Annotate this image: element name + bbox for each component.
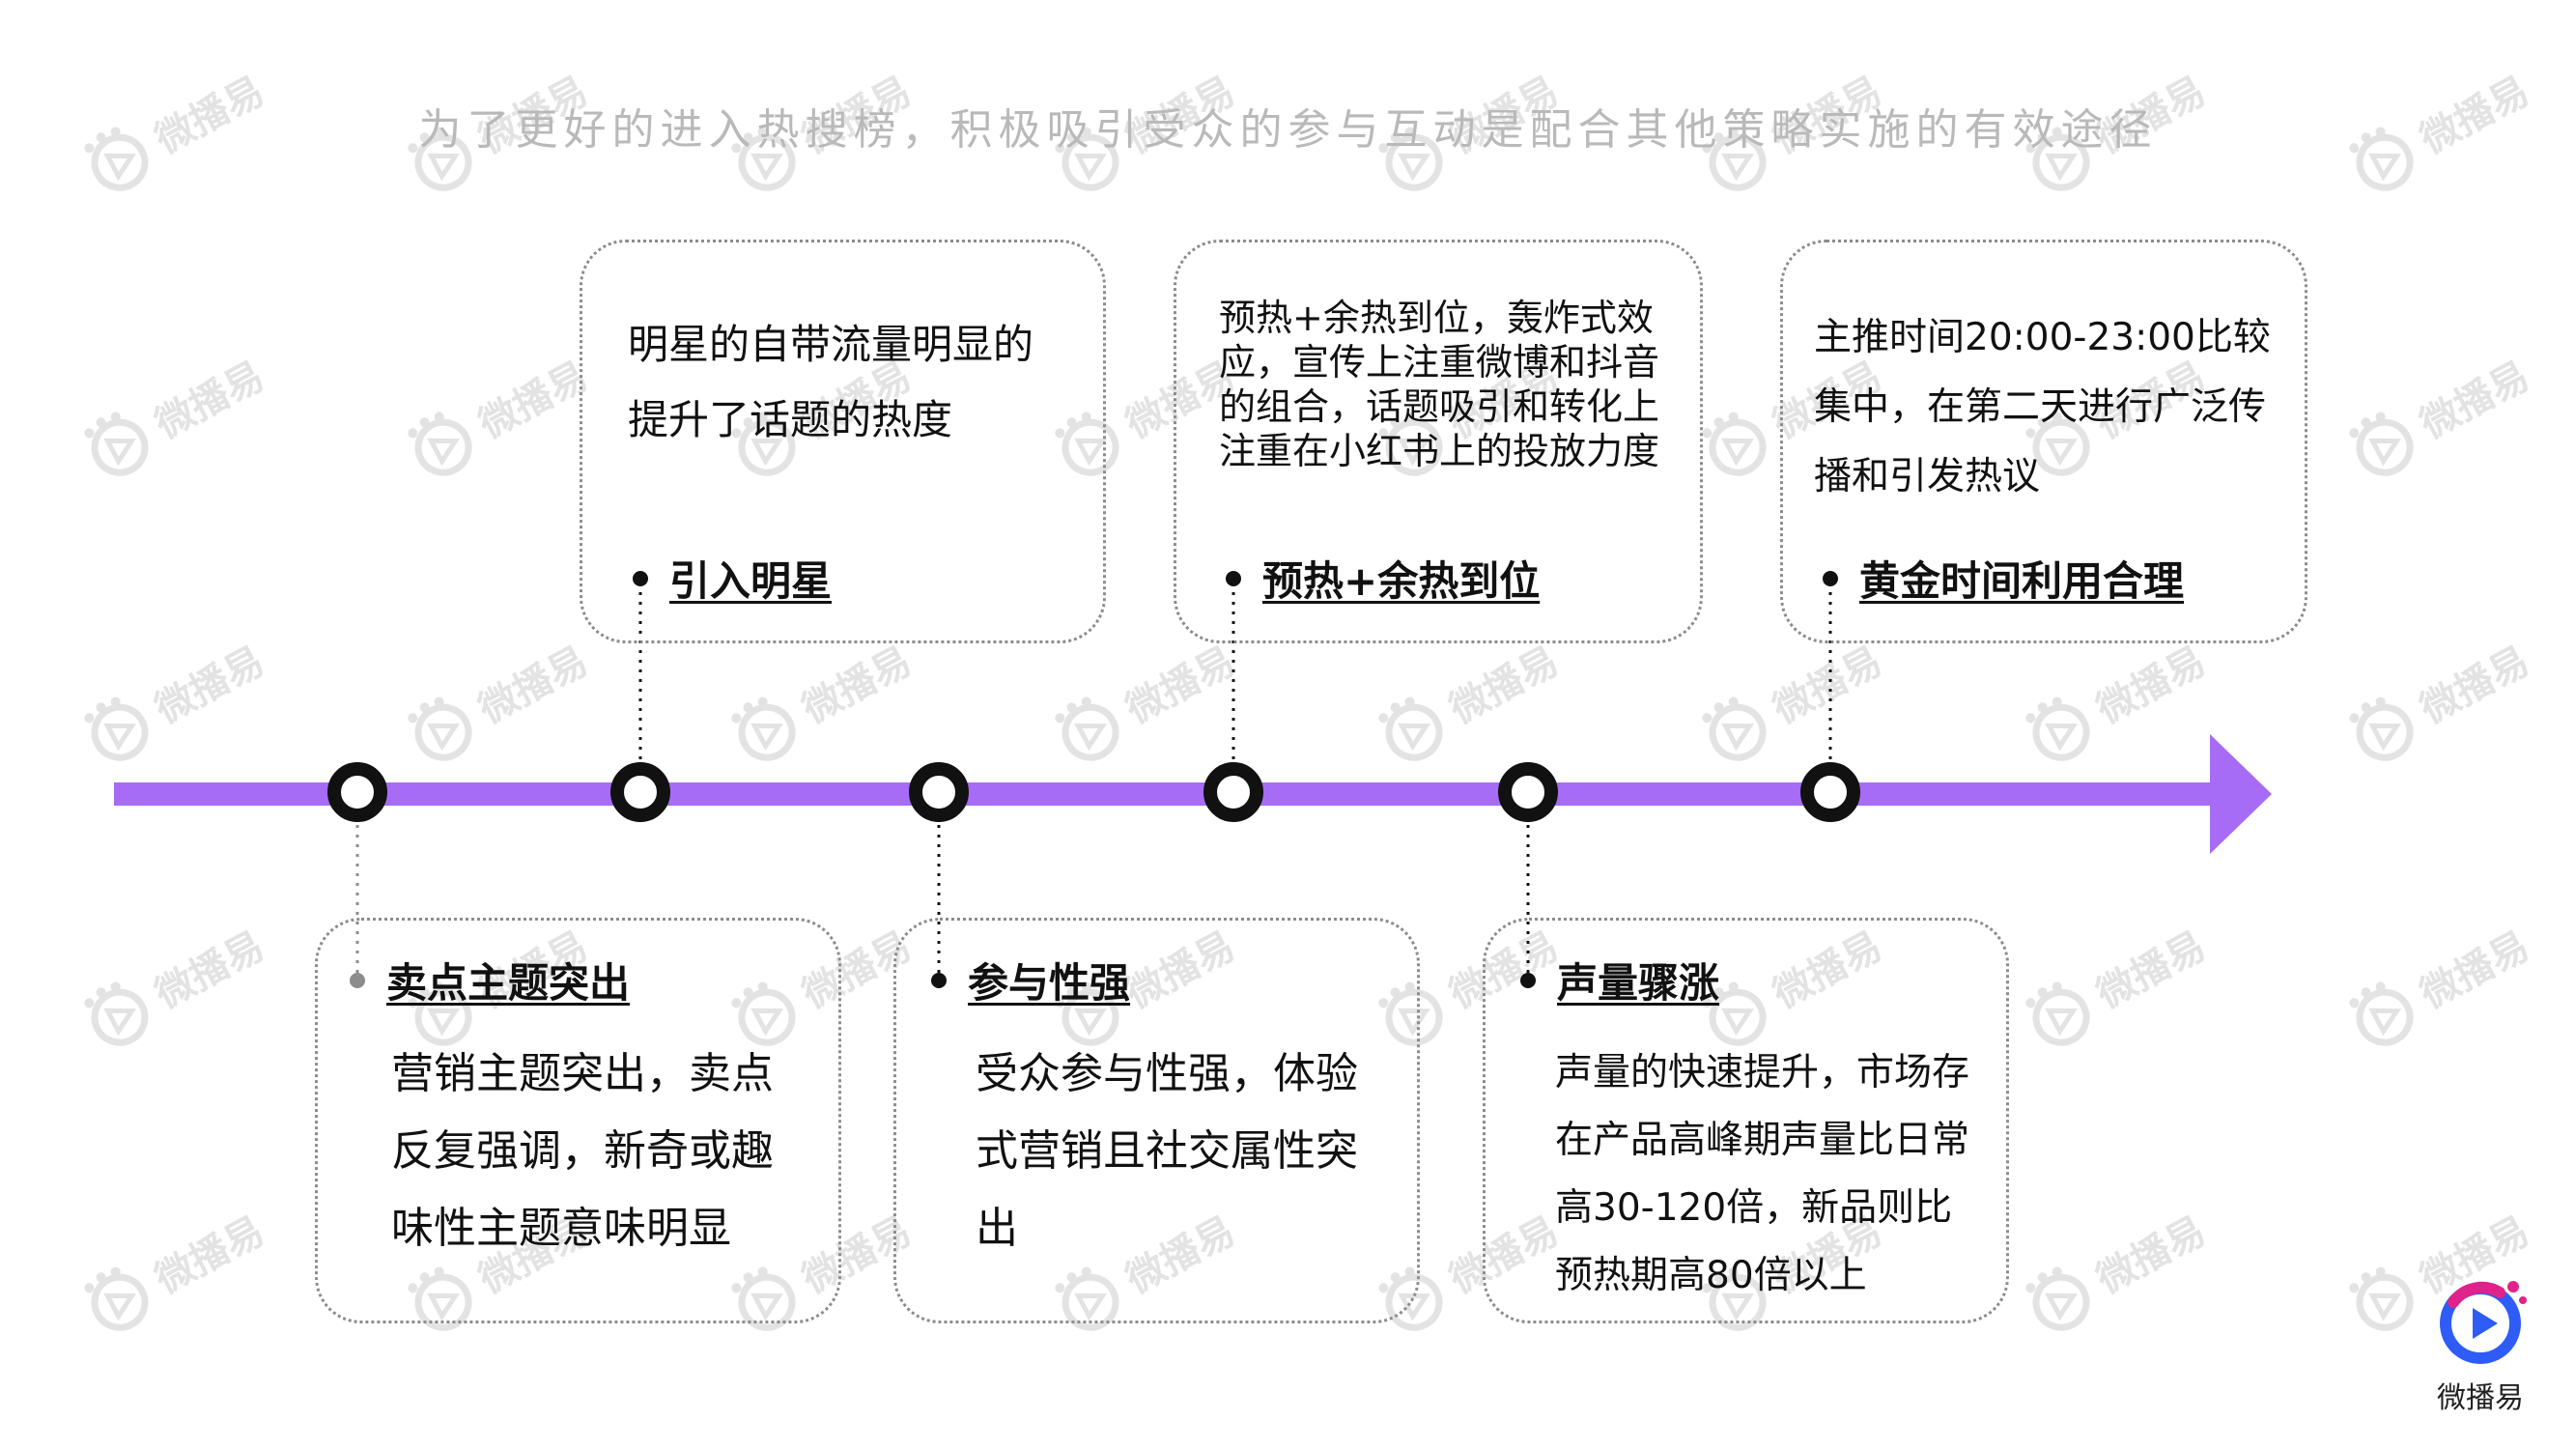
body-line: 式营销且社交属性突 [976, 1126, 1358, 1176]
body-line: 出 [976, 1204, 1018, 1253]
page-subtitle: 为了更好的进入热搜榜，积极吸引受众的参与互动是配合其他策略实施的有效途径 [418, 105, 2158, 155]
card-selling-point-title-row: 卖点主题突出 [350, 951, 630, 1009]
timeline-node-1 [327, 762, 387, 822]
card-selling-point [315, 918, 841, 1323]
card-participation-body: 受众参与性强，体验 式营销且社交属性突 出 [976, 1036, 1358, 1267]
card-title: 声量骤涨 [1557, 959, 1720, 1007]
card-volume-surge [1483, 918, 2009, 1323]
card-title: 黄金时间利用合理 [1859, 557, 2185, 605]
timeline-node-2 [610, 762, 670, 822]
body-line: 声量的快速提升，市场存 [1555, 1051, 1970, 1094]
bullet-dot [1226, 570, 1241, 586]
body-line: 的组合，话题吸引和转化上 [1219, 385, 1660, 428]
body-line: 营销主题突出，卖点 [391, 1049, 774, 1098]
card-title: 引入明星 [669, 557, 833, 605]
timeline-arrow-head [2210, 734, 2272, 854]
card-star-introduction-body: 明星的自带流量明显的 提升了话题的热度 [628, 307, 1033, 458]
card-preheat [1174, 240, 1703, 643]
card-prime-time [1780, 240, 2307, 643]
card-preheat-title-row: 预热+余热到位 [1226, 549, 1540, 608]
card-title: 预热+余热到位 [1262, 557, 1541, 605]
card-participation [893, 918, 1420, 1323]
timeline-node-4 [1203, 762, 1263, 822]
body-line: 预热+余热到位，轰炸式效 [1219, 297, 1654, 339]
body-line: 在产品高峰期声量比日常 [1555, 1119, 1970, 1162]
body-line: 味性主题意味明显 [391, 1204, 731, 1253]
brand-logo-text: 微播易 [2437, 1381, 2524, 1415]
card-preheat-body: 预热+余热到位，轰炸式效 应，宣传上注重微博和抖音 的组合，话题吸引和转化上 注… [1219, 296, 1659, 473]
card-selling-point-body: 营销主题突出，卖点 反复强调，新奇或趣 味性主题意味明显 [391, 1036, 774, 1267]
card-star-introduction-title-row: 引入明星 [633, 549, 832, 608]
body-line: 提升了话题的热度 [628, 396, 953, 443]
card-participation-title-row: 参与性强 [931, 951, 1130, 1009]
body-line: 注重在小红书上的投放力度 [1219, 430, 1660, 472]
body-line: 应，宣传上注重微博和抖音 [1219, 341, 1660, 384]
card-prime-time-title-row: 黄金时间利用合理 [1823, 549, 2184, 608]
timeline-node-6 [1800, 762, 1860, 822]
body-line: 高30-120倍，新品则比 [1555, 1186, 1953, 1230]
timeline-node-5 [1498, 762, 1558, 822]
card-star-introduction [580, 240, 1106, 643]
card-volume-surge-title-row: 声量骤涨 [1520, 951, 1719, 1009]
body-line: 反复强调，新奇或趣 [391, 1126, 774, 1176]
brand-logo: 微播易 [2422, 1275, 2538, 1416]
card-volume-surge-body: 声量的快速提升，市场存 在产品高峰期声量比日常 高30-120倍，新品则比 预热… [1555, 1039, 1969, 1310]
bullet-dot [350, 972, 365, 988]
bullet-dot [1520, 972, 1536, 988]
bullet-dot [931, 972, 947, 988]
timeline-node-3 [909, 762, 969, 822]
body-line: 受众参与性强，体验 [976, 1049, 1358, 1098]
card-title: 参与性强 [968, 959, 1131, 1007]
card-title: 卖点主题突出 [386, 959, 631, 1007]
body-line: 主推时间20:00-23:00比较 [1814, 316, 2271, 359]
bullet-dot [1823, 570, 1838, 586]
body-line: 集中，在第二天进行广泛传 [1814, 385, 2267, 429]
body-line: 预热期高80倍以上 [1555, 1254, 1867, 1297]
bullet-dot [633, 570, 648, 586]
body-line: 播和引发热议 [1814, 455, 2041, 498]
play-logo-icon [2440, 1281, 2527, 1364]
card-prime-time-body: 主推时间20:00-23:00比较 集中，在第二天进行广泛传 播和引发热议 [1814, 303, 2271, 512]
body-line: 明星的自带流量明显的 [628, 321, 1034, 368]
